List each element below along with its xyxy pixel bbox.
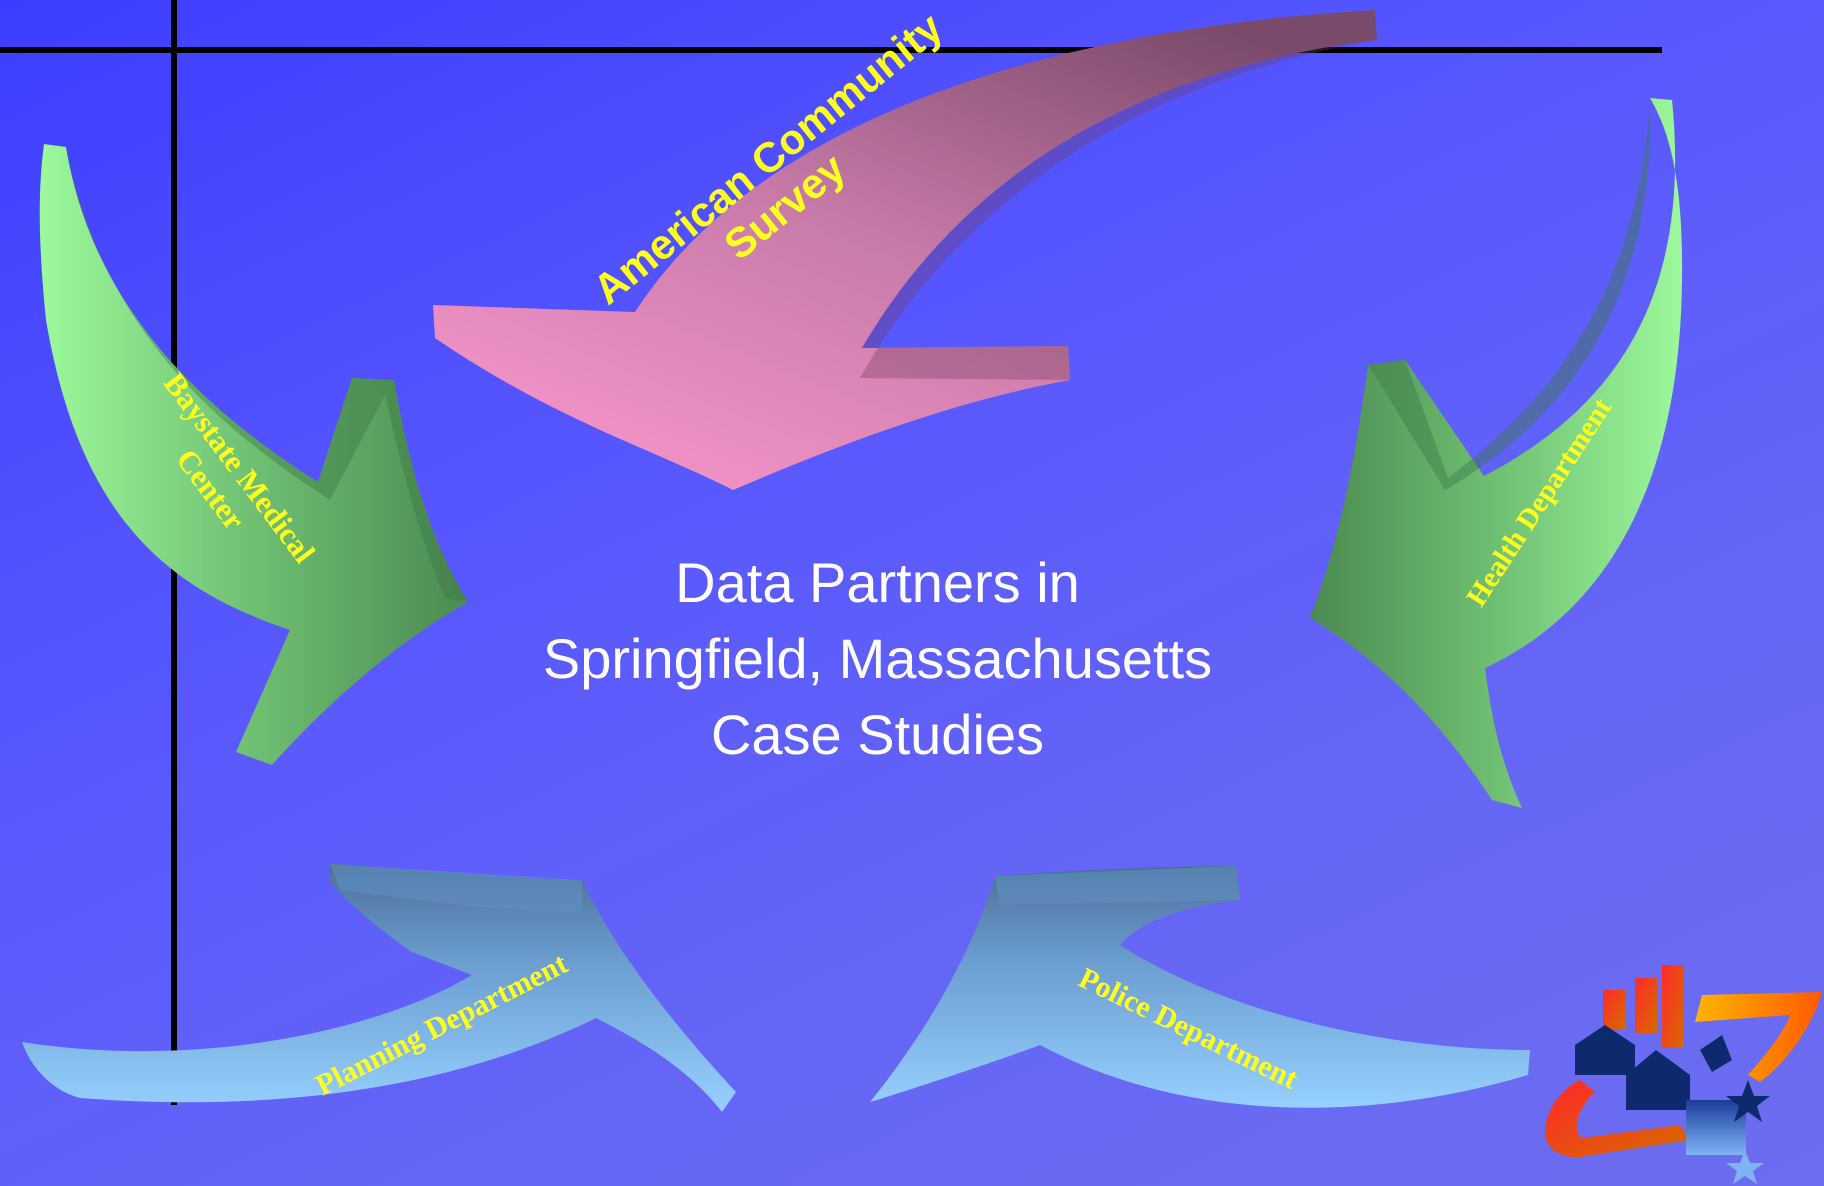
logo-swoosh-red xyxy=(1545,1080,1690,1158)
logo-swoosh-orange xyxy=(1695,992,1822,1082)
logo-bar-1 xyxy=(1603,990,1625,1030)
logo-house-2 xyxy=(1626,1050,1690,1110)
slide-title: Data Partners in Springfield, Massachuse… xyxy=(430,545,1325,773)
logo-bar-3 xyxy=(1662,965,1684,1048)
title-line-1: Data Partners in xyxy=(675,551,1080,614)
logo-house-1 xyxy=(1575,1025,1635,1075)
logo-block xyxy=(1686,1100,1746,1155)
logo-house-3 xyxy=(1700,1035,1732,1072)
planning-arrow xyxy=(22,864,736,1112)
title-line-3: Case Studies xyxy=(710,703,1045,766)
logo-star-light-icon xyxy=(1726,1150,1764,1184)
title-line-2: Springfield, Massachusetts xyxy=(542,627,1213,690)
health-arrow xyxy=(1310,98,1683,808)
police-arrow xyxy=(870,866,1530,1108)
logo-star-icon xyxy=(1726,1080,1770,1122)
baystate-arrow xyxy=(39,144,469,765)
logo-bar-2 xyxy=(1635,978,1657,1033)
acs-arrow xyxy=(433,10,1377,490)
logo xyxy=(1545,965,1822,1184)
